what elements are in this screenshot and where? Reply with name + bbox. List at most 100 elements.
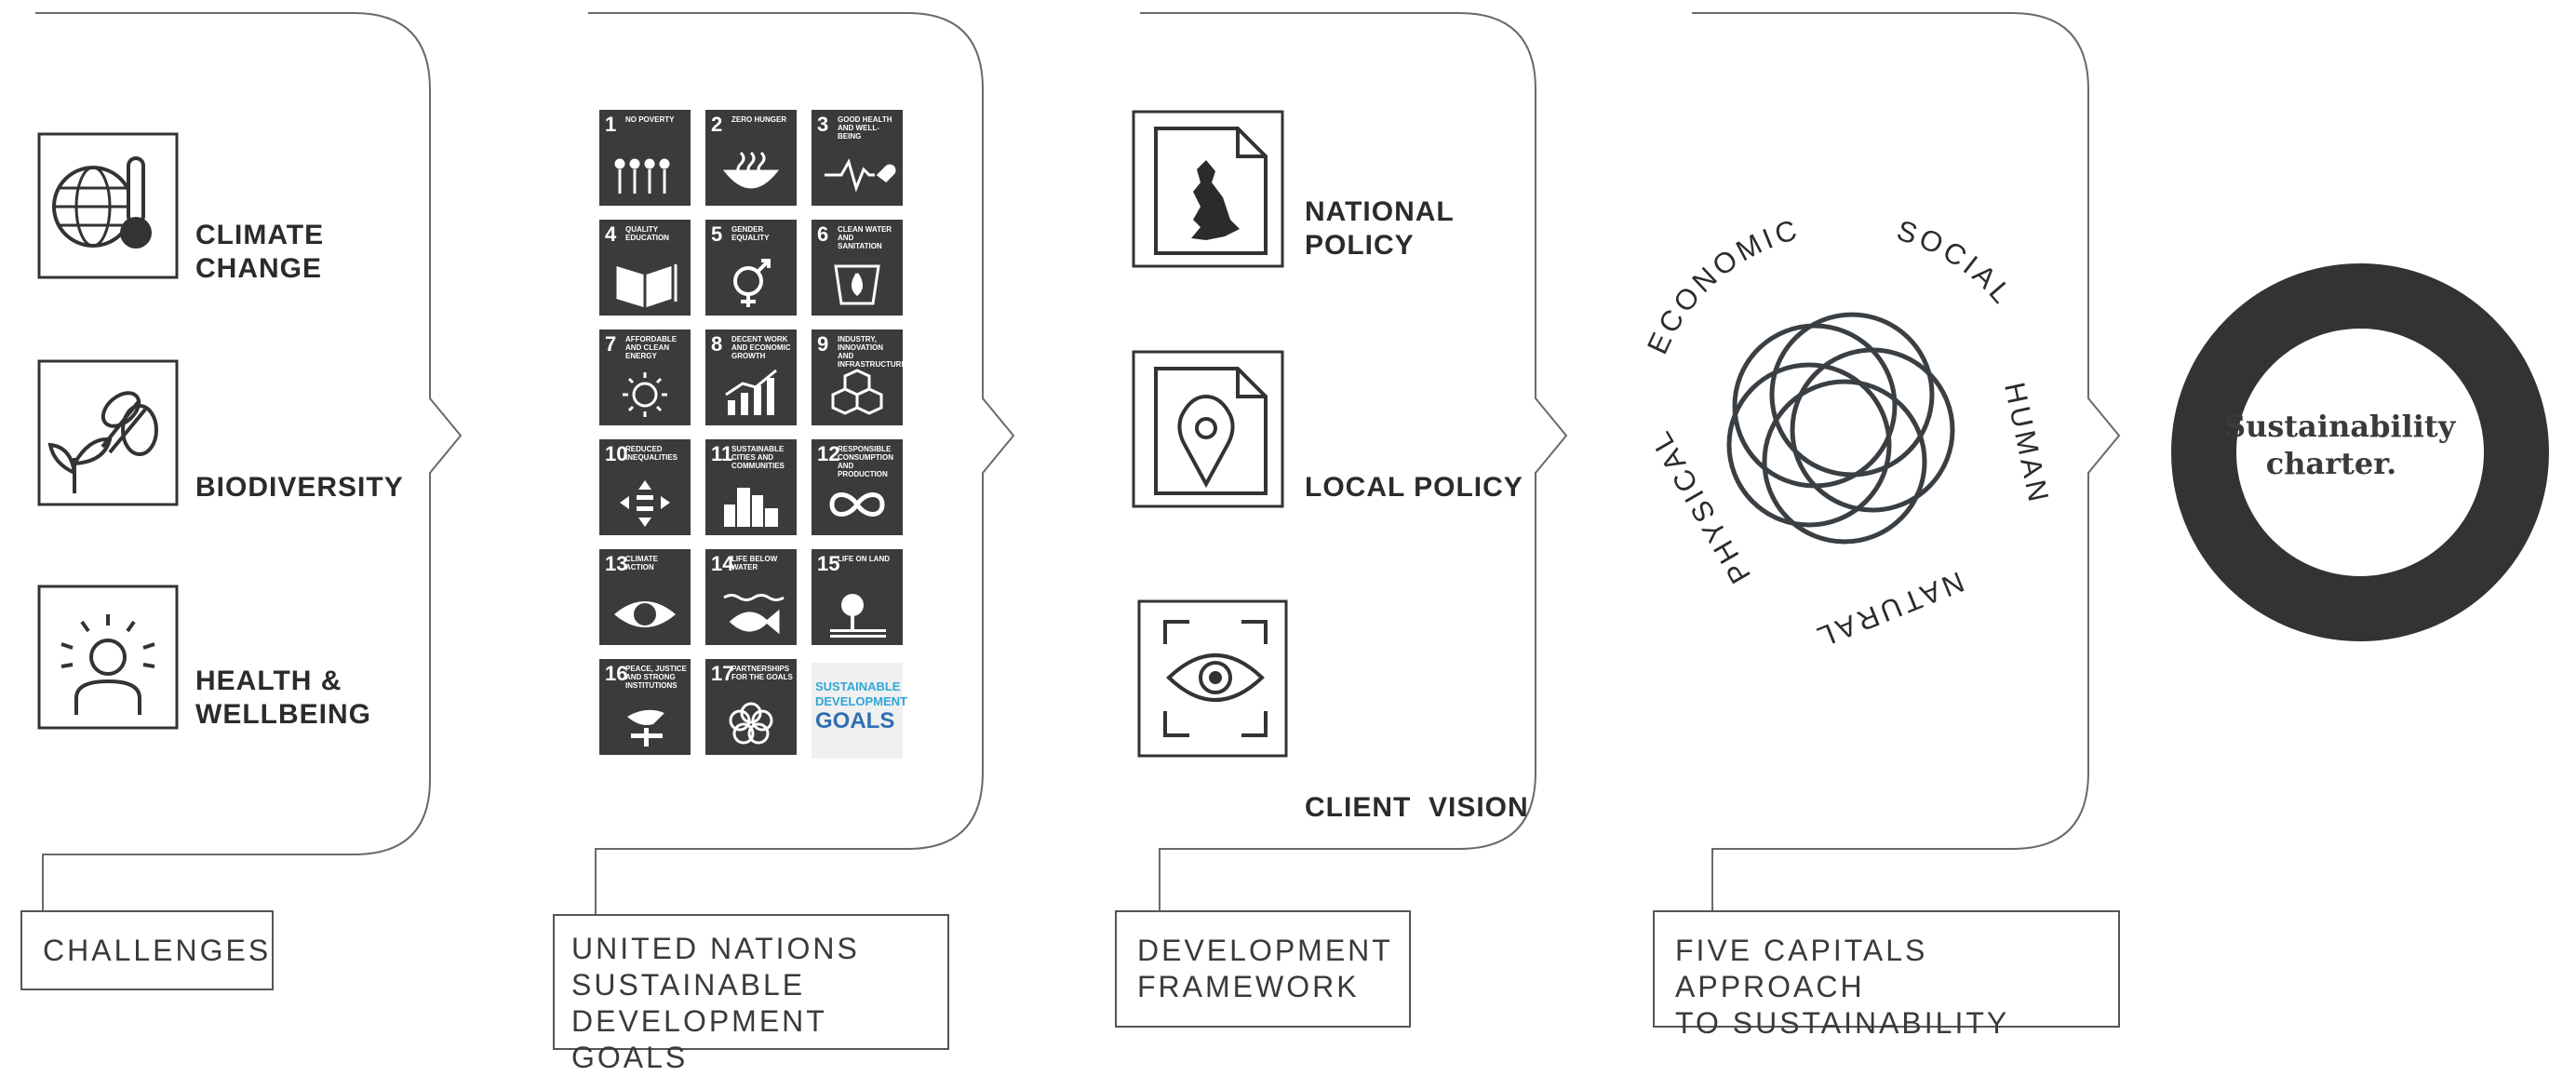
bee-plant-icon [37,359,179,506]
sdg-tile-title: GENDER EQUALITY [731,225,770,242]
panel-outline-challenges [35,12,463,910]
sdg-tile-9: 9 INDUSTRY, INNOVATION AND INFRASTRUCTURE [812,330,906,425]
water-drop-icon [834,264,880,305]
infinity-icon [829,492,885,517]
caption-line: DEVELOPMENT [1137,934,1393,967]
sdg-tile-title: REDUCED INEQUALITIES [625,445,678,462]
sdg-tile-number: 2 [711,113,723,136]
climate-change-label: CLIMATE CHANGE [195,219,324,286]
capitals-labels: ECONOMIC SOCIAL HUMAN NATURAL PHYSICAL [1641,212,2056,654]
svg-text:HUMAN: HUMAN [1998,380,2056,508]
equality-arrows-icon [620,480,670,527]
caption-sdg: UNITED NATIONS SUSTAINABLE DEVELOPMENT G… [553,914,949,1074]
svg-text:SOCIAL: SOCIAL [1893,214,2020,313]
sdg-tile-title: LIFE ON LAND [838,555,890,563]
fish-icon [723,594,785,635]
client-vision-label: CLIENT VISION [1305,724,1529,858]
label-line: BIODIVERSITY [195,472,404,503]
sdg-tile-title: PARTNERSHIPS FOR THE GOALS [731,665,793,681]
sdg-tile-title: SUSTAINABLE CITIES AND COMMUNITIES [731,445,785,470]
charter-line2: charter. [2265,446,2397,481]
label-line: CLIMATE [195,220,325,250]
sdg-tile-6: 6 CLEAN WATER AND SANITATION [812,220,903,316]
dove-gavel-icon [627,709,664,746]
caption-line: DEVELOPMENT GOALS [571,1004,827,1074]
sdg-tile-number: 8 [711,332,723,356]
sdg-tile-title: CLEAN WATER AND SANITATION [838,225,892,250]
cubes-icon [831,369,883,415]
sdg-tile-title: QUALITY EDUCATION [625,225,669,242]
caption-line: FIVE CAPITALS APPROACH [1675,934,1928,1003]
uk-map-document-icon [1132,110,1284,268]
panel-outline-sdg [588,12,1015,914]
sdg-tile-number: 12 [817,442,840,465]
sun-power-icon [623,372,667,417]
caption-text: CHALLENGES [43,934,272,967]
sdg-tile-number: 7 [605,332,617,356]
sdg-logo-line3: GOALS [815,708,895,733]
eye-globe-icon [614,601,676,627]
caption-line: SUSTAINABLE [571,968,806,1002]
sdg-tile-title: DECENT WORK AND ECONOMIC GROWTH [731,335,791,360]
tree-icon [830,594,886,638]
charter-line1: Sustainability [2224,409,2456,444]
sdg-tile-number: 5 [711,222,723,246]
biodiversity-label: BIODIVERSITY [195,471,404,504]
caption-text: UNITED NATIONS SUSTAINABLE DEVELOPMENT G… [571,931,947,1076]
label-line: WELLBEING [195,699,371,730]
capital-social-label: SOCIAL [1893,214,2017,313]
panel-outline-framework [1140,12,1568,912]
sdg-tile-number: 3 [817,113,829,136]
sdg-tile-title: NO POVERTY [625,115,675,124]
book-icon [616,264,678,308]
sdg-logo-line2: DEVELOPMENT [815,694,907,708]
sdg-tile-title: RESPONSIBLE CONSUMPTION AND PRODUCTION [838,445,893,478]
label-line: NATIONAL [1305,196,1455,227]
sdg-tile-5: 5 GENDER EQUALITY [705,220,797,316]
health-wellbeing-label: HEALTH & WELLBEING [195,665,371,732]
caption-line: FRAMEWORK [1137,970,1360,1003]
sdg-logo: SUSTAINABLE DEVELOPMENT GOALS [812,663,907,759]
sdg-tile-number: 17 [711,662,734,685]
sdg-logo-line1: SUSTAINABLE [815,679,901,693]
sdg-tile-number: 9 [817,332,829,356]
bowl-icon [722,151,780,189]
national-policy-label: NATIONAL POLICY [1305,195,1455,262]
sdg-tile-number: 15 [817,552,840,575]
panel-outline-capitals [1692,12,2121,912]
label-line: CHANGE [195,253,323,284]
capital-economic-label: ECONOMIC [1641,212,1800,358]
charter-ring [2171,263,2549,641]
caption-text: FIVE CAPITALS APPROACH TO SUSTAINABILITY [1675,933,2118,1042]
label-line: CLIENT VISION [1305,792,1529,823]
capitals-rosette [1726,312,1955,545]
svg-text:PHYSICAL: PHYSICAL [1643,424,1757,589]
sdg-tile-number: 13 [605,552,628,575]
sdg-tile-title: INDUSTRY, INNOVATION AND INFRASTRUCTURE [838,335,906,369]
sdg-tile-number: 6 [817,222,829,246]
caption-line: TO SUSTAINABILITY [1675,1006,2010,1040]
sdg-tile-title: CLIMATE ACTION [625,555,658,572]
sdg-tile-number: 16 [605,662,628,685]
sdg-tile-7: 7 AFFORDABLE AND CLEAN ENERGY [599,330,691,425]
city-icon [724,488,778,527]
globe-thermometer-icon [37,132,179,279]
label-line: HEALTH & [195,666,342,696]
sdg-tile-number: 4 [605,222,617,246]
caption-framework: DEVELOPMENT FRAMEWORK [1115,910,1411,1028]
capital-natural-label: NATURAL [1809,565,1968,654]
caption-line: UNITED NATIONS [571,932,860,965]
sdg-tile-title: AFFORDABLE AND CLEAN ENERGY [625,335,678,360]
flow-diagram [35,12,2549,914]
caption-challenges: CHALLENGES [20,910,274,990]
